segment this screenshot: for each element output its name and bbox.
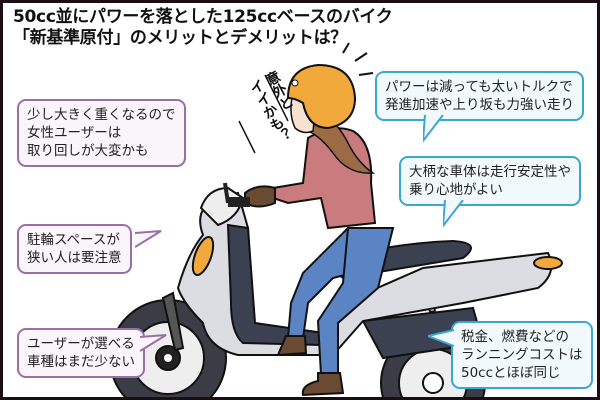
demerit-bubble-parking: 駐輪スペースが 狭い人は要注意 <box>17 224 132 274</box>
headline-line-1: 50cc並にパワーを落とした125ccベースのバイク <box>13 7 393 27</box>
bubble-text-line: 50ccとほぼ同じ <box>461 365 561 381</box>
bubble-text-line: 乗り心地がよい <box>409 182 503 198</box>
headline: 50cc並にパワーを落とした125ccベースのバイク 「新基準原付」のメリットと… <box>13 7 393 49</box>
bubble-tail <box>423 115 444 143</box>
bubble-text-line: 狭い人は要注意 <box>27 250 122 266</box>
demerit-bubble-model-choice: ユーザーが選べる 車種はまだ少ない <box>17 328 145 378</box>
bubble-text-line: 税金、燃費などの <box>461 329 569 345</box>
bubble-tail <box>443 200 464 228</box>
demerit-bubble-handling: 少し大きく重くなるので 女性ユーザーは 取り回しが大変かも <box>17 99 186 167</box>
bubble-text-line: 車種はまだ少ない <box>27 354 135 370</box>
bubble-text-line: 発進加速や上り坂も力強い走り <box>385 97 574 113</box>
bubble-text-line: パワーは減っても太いトルクで <box>385 79 573 95</box>
bubble-text-line: 女性ユーザーは <box>27 125 122 141</box>
bubble-text-line: 駐輪スペースが <box>27 232 120 248</box>
merit-bubble-torque: パワーは減っても太いトルクで 発進加速や上り坂も力強い走り <box>375 71 584 121</box>
bubble-text-line: 少し大きく重くなるので <box>27 107 176 123</box>
merit-bubble-running-cost: 税金、燃費などの ランニングコストは 50ccとほぼ同じ <box>451 321 593 389</box>
bubble-text-line: 大柄な車体は走行安定性や <box>409 164 571 180</box>
bubble-text-line: ランニングコストは <box>461 347 583 363</box>
merit-bubble-stability: 大柄な車体は走行安定性や 乗り心地がよい <box>399 156 581 206</box>
headline-line-2: 「新基準原付」のメリットとデメリットは？ <box>13 28 347 48</box>
bubble-text-line: ユーザーが選べる <box>27 336 135 352</box>
bubble-tail <box>140 334 167 352</box>
bubble-tail <box>428 329 455 347</box>
bubble-tail <box>135 230 162 248</box>
bubble-text-line: 取り回しが大変かも <box>27 143 149 159</box>
